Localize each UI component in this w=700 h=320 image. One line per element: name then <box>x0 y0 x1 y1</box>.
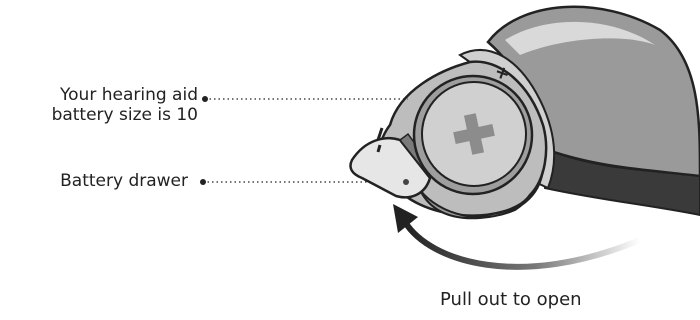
drawer-tab-dot <box>403 179 409 185</box>
drawer-ridges <box>376 127 384 153</box>
battery-10 <box>412 74 534 196</box>
pull-arrow-head <box>393 204 418 233</box>
pull-arrow-arc <box>402 219 643 270</box>
battery-drawer-label: Battery drawer <box>60 171 188 191</box>
drawer-plus-marking: + <box>492 61 513 86</box>
drawer-lower <box>419 169 544 220</box>
battery-size-label-line2: battery size is 10 <box>51 105 198 125</box>
pull-instruction-label: Pull out to open <box>440 289 582 310</box>
body-highlight <box>505 21 655 55</box>
battery-plus-icon <box>453 113 495 155</box>
pull-arrow-icon <box>393 204 643 270</box>
battery-size-label: Your hearing aid battery size is 10 <box>0 85 198 125</box>
leader-lines <box>200 96 408 185</box>
battery-size-label-line1: Your hearing aid <box>60 85 198 105</box>
